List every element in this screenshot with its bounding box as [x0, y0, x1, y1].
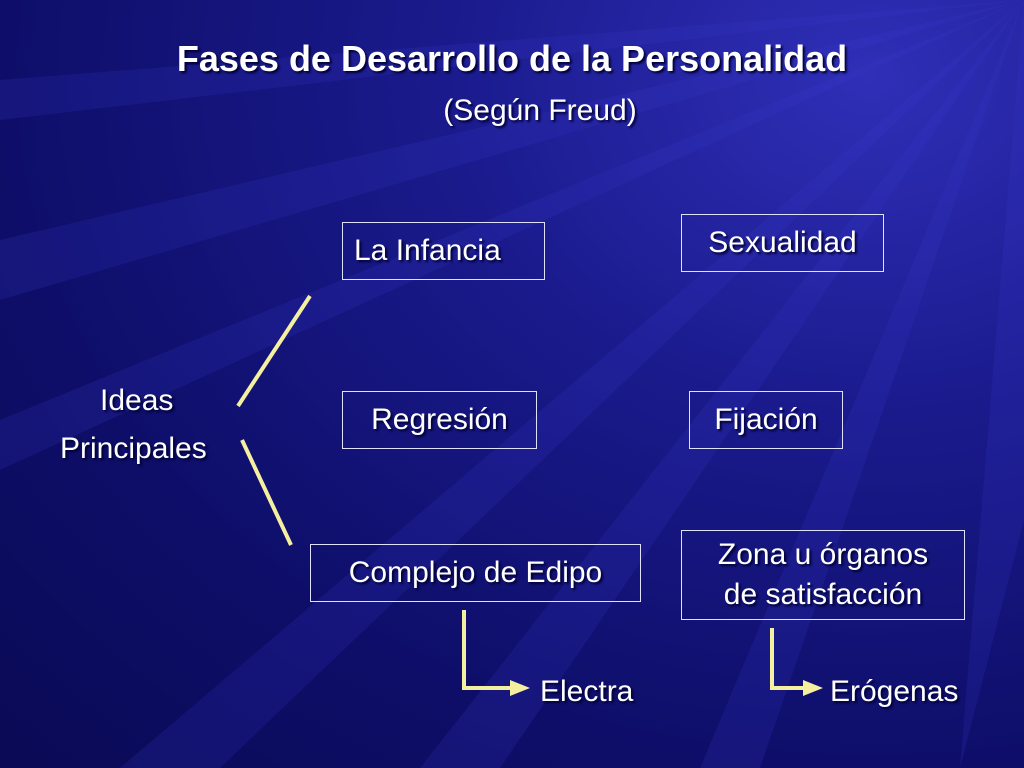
- node-zona-organos-line1: Zona u órganos: [717, 538, 929, 571]
- slide-subtitle: (Según Freud): [443, 94, 637, 127]
- node-la-infancia: La Infancia: [342, 222, 545, 280]
- root-label-ideas: Ideas: [100, 384, 174, 417]
- slide-title: Fases de Desarrollo de la Personalidad: [176, 38, 848, 79]
- node-zona-organos-line2: de satisfacción: [723, 578, 923, 611]
- node-fijacion: Fijación: [689, 391, 843, 449]
- node-la-infancia-label: La Infancia: [354, 234, 501, 267]
- root-label-principales: Principales: [60, 432, 207, 465]
- node-fijacion-label: Fijación: [714, 403, 818, 436]
- node-complejo-de-edipo: Complejo de Edipo: [310, 544, 641, 602]
- node-sexualidad: Sexualidad: [681, 214, 884, 272]
- node-complejo-de-edipo-label: Complejo de Edipo: [348, 556, 603, 589]
- leaf-electra: Electra: [540, 675, 634, 708]
- node-regresion: Regresión: [342, 391, 537, 449]
- node-zona-organos: Zona u órganos de satisfacción: [681, 530, 965, 620]
- leaf-erogenas: Erógenas: [830, 675, 959, 708]
- node-regresion-label: Regresión: [371, 403, 508, 436]
- node-sexualidad-label: Sexualidad: [708, 226, 857, 259]
